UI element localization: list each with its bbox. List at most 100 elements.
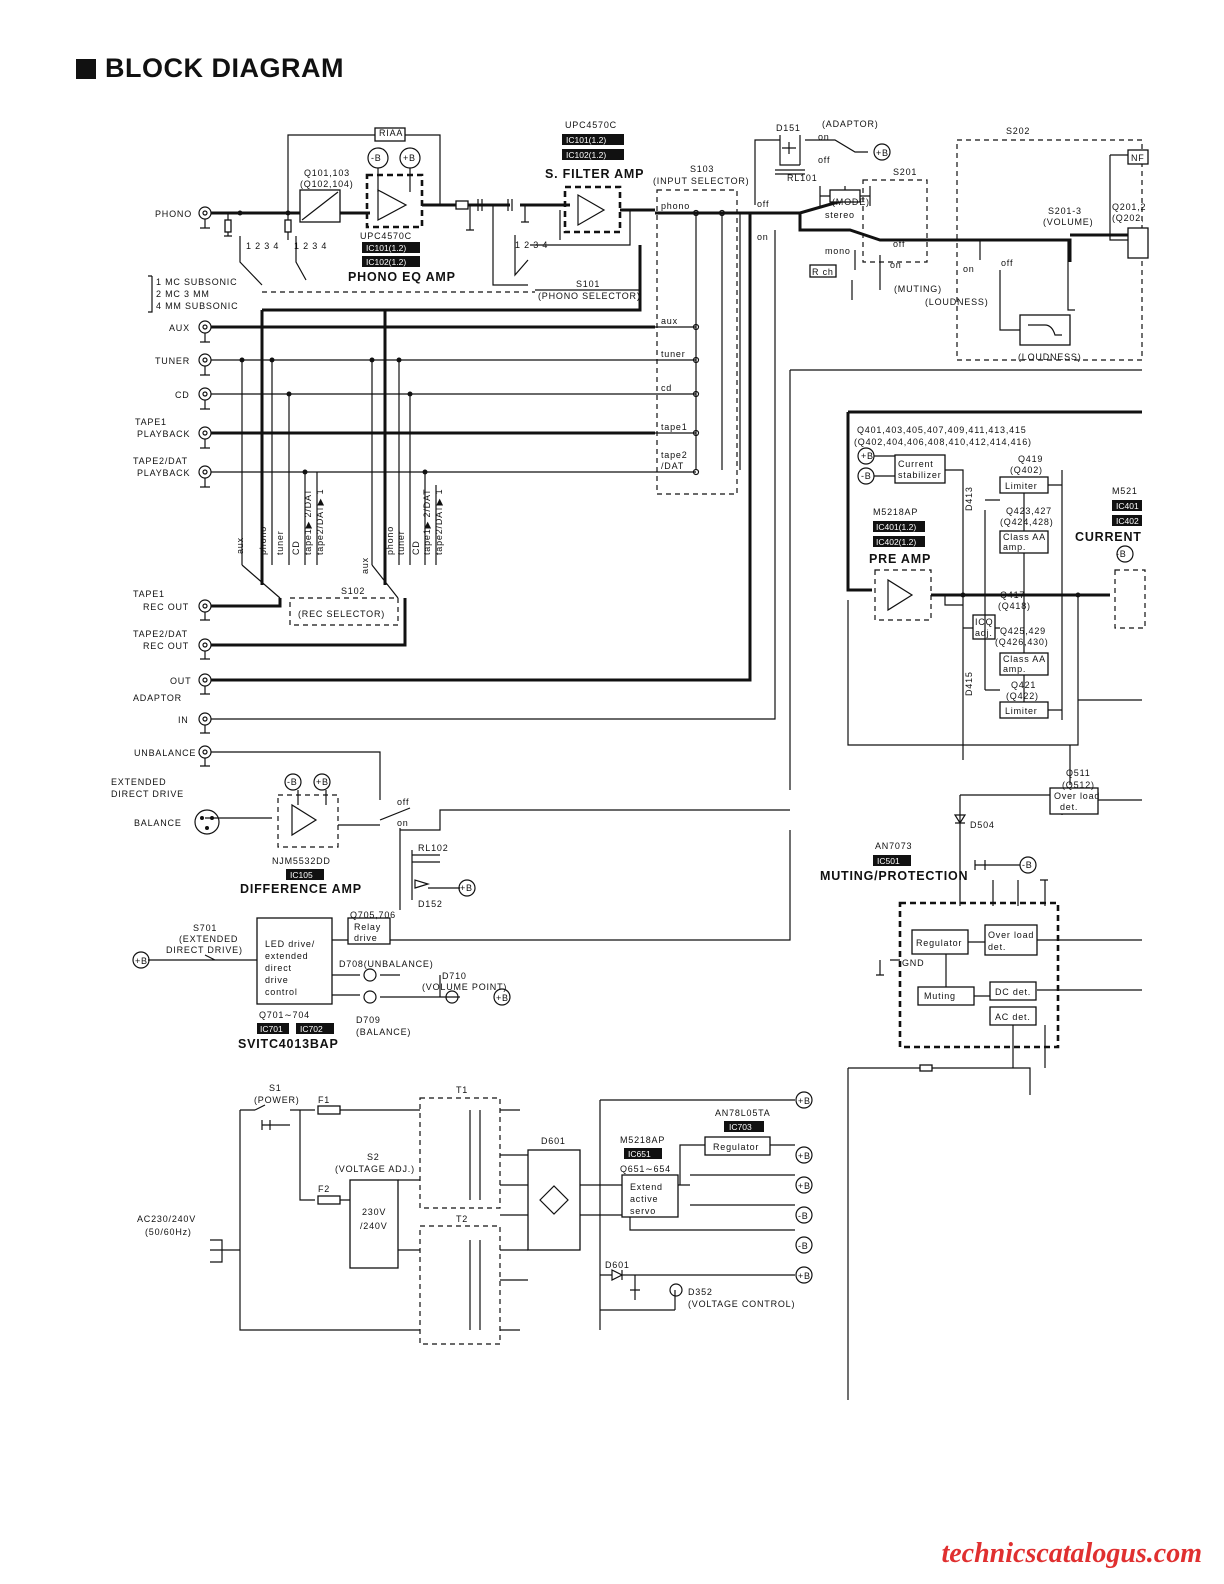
svg-text:IC401(1.2): IC401(1.2)	[876, 522, 916, 532]
tag-ic401: IC401(1.2)	[873, 521, 925, 532]
label-230v: 230V	[362, 1207, 386, 1217]
label-q417: Q417	[1000, 590, 1025, 600]
label-s103: S103	[690, 164, 714, 174]
minus-b-current: -B	[1116, 549, 1127, 559]
label-led4: drive	[265, 975, 289, 985]
label-d601b: D601	[605, 1260, 630, 1270]
title-block: BLOCK DIAGRAM	[76, 53, 344, 84]
label-volume: (VOLUME)	[1043, 217, 1093, 227]
label-out: OUT	[170, 676, 191, 686]
svitc-title: SVITC4013BAP	[238, 1037, 339, 1051]
label-q421: Q421	[1011, 680, 1036, 690]
tag-ic501: IC501	[873, 855, 911, 866]
label-hz: (50/60Hz)	[145, 1227, 192, 1237]
label-overload1: Over load	[1054, 791, 1100, 801]
label-off2: off	[757, 199, 769, 209]
label-q402b: (Q402)	[1010, 465, 1043, 475]
label-icq2: adj.	[975, 628, 993, 638]
subsonic-3: 4 MM SUBSONIC	[156, 301, 238, 311]
label-an7073: AN7073	[875, 841, 912, 851]
label-rec-out2: REC OUT	[143, 641, 189, 651]
label-voltage-adj: (VOLTAGE ADJ.)	[335, 1164, 415, 1174]
plus-b-d152: +B	[460, 883, 473, 893]
tag-ic402b: IC402	[1112, 515, 1142, 526]
rec-col-aux-a: aux	[235, 537, 245, 554]
tag-ic101-sf: IC101(1.2)	[562, 134, 624, 145]
label-on4: on	[963, 264, 975, 274]
tag-ic102-eq: IC102(1.2)	[362, 256, 420, 267]
label-f1: F1	[318, 1095, 330, 1105]
label-balance: BALANCE	[134, 818, 182, 828]
sel-tuner: tuner	[661, 349, 686, 359]
label-q418: (Q418)	[998, 601, 1031, 611]
rec-col-label-0-1: phono	[258, 526, 268, 555]
difference-amp-wires	[132, 751, 791, 1006]
label-led5: control	[265, 987, 298, 997]
label-f2: F2	[318, 1184, 330, 1194]
label-d708: D708(UNBALANCE)	[339, 959, 434, 969]
input-selector-wires	[211, 189, 760, 585]
label-stereo: stereo	[825, 210, 855, 220]
label-direct-drive: DIRECT DRIVE	[111, 789, 184, 799]
power-supply-wires	[210, 1091, 813, 1345]
supply-plus-b-3: +B	[798, 1181, 811, 1191]
label-t2: T2	[456, 1214, 468, 1224]
label-s1: S1	[269, 1083, 282, 1093]
label-icq1: ICQ	[975, 617, 993, 627]
label-amp1: amp.	[1003, 542, 1026, 552]
watermark: technicscatalogus.com	[941, 1538, 1202, 1569]
label-balance-led: (BALANCE)	[356, 1027, 411, 1037]
phono-eq-amp-title: PHONO EQ AMP	[348, 270, 456, 284]
supply-minus-b-1: -B	[798, 1211, 809, 1221]
label-s2013: S201-3	[1048, 206, 1082, 216]
label-relay1: Relay	[354, 922, 381, 932]
label-s102: S102	[341, 586, 365, 596]
rec-col-label-1-2: tuner	[396, 530, 406, 555]
tag-ic101-eq: IC101(1.2)	[362, 242, 420, 253]
pre-amp-title: PRE AMP	[869, 552, 931, 566]
rec-selector-wires	[211, 213, 776, 720]
label-q425: Q425,429	[1000, 626, 1046, 636]
label-cd: CD	[175, 390, 190, 400]
label-d709: D709	[356, 1015, 381, 1025]
tag-ic102-sf: IC102(1.2)	[562, 149, 624, 160]
sel-aux: aux	[661, 316, 678, 326]
tag-ic702: IC702	[296, 1023, 334, 1034]
minus-b-phono: -B	[371, 153, 382, 163]
label-q402: (Q402,404,406,408,410,412,414,416)	[854, 437, 1032, 447]
minus-b-pre1: -B	[861, 471, 872, 481]
label-d710: D710	[442, 971, 467, 981]
label-aux: AUX	[169, 323, 190, 333]
label-njm: NJM5532DD	[272, 856, 331, 866]
label-m5218ap-pre: M5218AP	[873, 507, 918, 517]
tag-ic703: IC703	[724, 1121, 764, 1132]
label-d415: D415	[964, 671, 974, 696]
sel-phono: phono	[661, 201, 690, 211]
svg-text:IC501: IC501	[877, 856, 900, 866]
subsonic-2: 2 MC 3 MM	[156, 289, 210, 299]
label-d352: D352	[688, 1287, 713, 1297]
label-tape1-out: TAPE1	[133, 589, 165, 599]
svg-text:IC102(1.2): IC102(1.2)	[566, 150, 606, 160]
label-d152: D152	[418, 899, 443, 909]
label-overload2: Over load	[988, 930, 1034, 940]
tag-ic701: IC701	[257, 1023, 289, 1034]
label-q426: (Q426,430)	[995, 637, 1049, 647]
subsonic-1: 1 MC SUBSONIC	[156, 277, 237, 287]
label-gnd: GND	[902, 958, 924, 968]
label-off4: off	[1001, 258, 1013, 268]
label-rl102: RL102	[418, 843, 449, 853]
label-upc4570c-sf: UPC4570C	[565, 120, 617, 130]
protection-wires	[847, 745, 1142, 1400]
label-s202: S202	[1006, 126, 1030, 136]
label-ac: AC230/240V	[137, 1214, 196, 1224]
svg-text:IC703: IC703	[729, 1122, 752, 1132]
rec-col-label-0-2: tuner	[275, 530, 285, 555]
label-extend2: active	[630, 1194, 658, 1204]
page-title: BLOCK DIAGRAM	[105, 53, 344, 83]
label-240v: /240V	[360, 1221, 388, 1231]
plus-b-s701: +B	[135, 956, 148, 966]
label-muting: (MUTING)	[894, 284, 942, 294]
plus-b-diff: +B	[316, 777, 329, 787]
label-extended: EXTENDED	[111, 777, 166, 787]
